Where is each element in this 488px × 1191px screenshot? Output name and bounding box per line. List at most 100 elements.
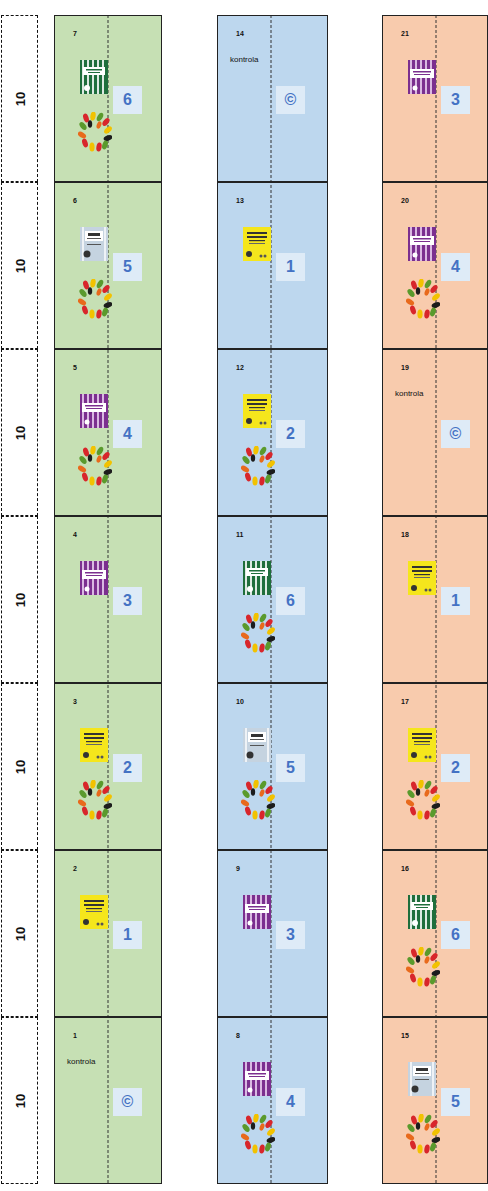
treatment-callout: 4 (276, 1088, 305, 1116)
treatment-callout: © (276, 86, 305, 114)
treatment-callout: 2 (276, 420, 305, 448)
plot-number: 6 (73, 197, 77, 204)
plot-number: 12 (236, 364, 244, 371)
product-package (408, 1062, 436, 1096)
callout-number: 1 (451, 593, 460, 609)
product-package (80, 227, 108, 261)
plot-number: 5 (73, 364, 77, 371)
treatment-callout: 5 (113, 253, 142, 281)
product-package (243, 728, 271, 762)
plot-number: 3 (73, 698, 77, 705)
blue-column (217, 15, 328, 1184)
callout-number: 3 (123, 593, 132, 609)
control-label: kontrola (395, 390, 423, 398)
callout-number: 4 (123, 426, 132, 442)
control-label: kontrola (67, 1058, 95, 1066)
callout-number: 2 (286, 426, 295, 442)
callout-number: © (122, 1094, 134, 1110)
plot-cell: 65 (54, 182, 162, 349)
callout-number: 2 (451, 760, 460, 776)
dimension-label: 10 (13, 91, 26, 105)
plot-cell: 76 (54, 15, 162, 182)
product-package (243, 895, 271, 929)
product-package (408, 728, 436, 762)
green-column (54, 15, 162, 1184)
callout-number: 2 (123, 760, 132, 776)
dashed-divider (108, 15, 109, 1184)
fruit-picture (405, 946, 441, 987)
fruit-picture (77, 445, 113, 486)
product-package (80, 728, 108, 762)
plot-number: 16 (401, 865, 409, 872)
fruit-picture (240, 779, 276, 820)
plot-number: 19 (401, 364, 409, 371)
plot-number: 4 (73, 531, 77, 538)
dimension-box: 10 (1, 516, 38, 683)
product-package (80, 895, 108, 929)
dashed-divider (436, 15, 437, 1184)
treatment-callout: © (441, 420, 470, 448)
fruit-picture (77, 278, 113, 319)
fruit-picture (240, 445, 276, 486)
dimension-box: 10 (1, 349, 38, 516)
dimension-box: 10 (1, 182, 38, 349)
plot-number: 10 (236, 698, 244, 705)
plot-cell: 181 (382, 516, 488, 683)
treatment-callout: 2 (113, 754, 142, 782)
plot-cell: 17 2 (382, 683, 488, 850)
treatment-callout: 3 (276, 921, 305, 949)
treatment-callout: 6 (276, 587, 305, 615)
plot-number: 20 (401, 197, 409, 204)
plot-cell: 14kontrola© (217, 15, 328, 182)
plot-cell: 84 (217, 1017, 328, 1184)
callout-number: 1 (286, 259, 295, 275)
plot-cell: 21 (54, 850, 162, 1017)
treatment-callout: 1 (276, 253, 305, 281)
product-package (408, 227, 436, 261)
treatment-callout: 5 (276, 754, 305, 782)
treatment-callout: 3 (441, 86, 470, 114)
treatment-callout: 4 (113, 420, 142, 448)
plot-cell: 16 6 (382, 850, 488, 1017)
treatment-callout: 1 (113, 921, 142, 949)
plot-cell: 1 kontrola © (54, 1017, 162, 1184)
callout-number: 6 (286, 593, 295, 609)
dimension-label: 10 (13, 592, 26, 606)
callout-number: 4 (286, 1094, 295, 1110)
orange-column (382, 15, 488, 1184)
plot-cell: 131 (217, 182, 328, 349)
fruit-picture (240, 612, 276, 653)
plot-cell: 19 kontrola © (382, 349, 488, 516)
plot-cell: 93 (217, 850, 328, 1017)
dimension-box: 10 (1, 683, 38, 850)
callout-number: 6 (123, 92, 132, 108)
callout-number: 3 (286, 927, 295, 943)
product-package (80, 394, 108, 428)
plot-number: 7 (73, 30, 77, 37)
callout-number: 4 (451, 259, 460, 275)
control-label: kontrola (230, 56, 258, 64)
treatment-callout: 6 (441, 921, 470, 949)
dimension-box: 10 (1, 850, 38, 1017)
plot-number: 21 (401, 30, 409, 37)
dashed-divider (271, 15, 272, 1184)
callout-number: 1 (123, 927, 132, 943)
callout-number: 3 (451, 92, 460, 108)
dimension-box: 10 (1, 1017, 38, 1184)
fruit-picture (77, 111, 113, 152)
plot-number: 17 (401, 698, 409, 705)
plot-cell: 155 (382, 1017, 488, 1184)
dimension-label: 10 (13, 759, 26, 773)
plot-number: 11 (236, 531, 243, 538)
callout-number: 5 (451, 1094, 460, 1110)
dimension-box: 10 (1, 15, 38, 182)
callout-number: 5 (286, 760, 295, 776)
callout-number: 5 (123, 259, 132, 275)
plot-number: 1 (73, 1032, 77, 1039)
plot-cell: 21 3 (382, 15, 488, 182)
callout-number: © (285, 92, 297, 108)
product-package (80, 561, 108, 595)
plot-cell: 11 6 (217, 516, 328, 683)
